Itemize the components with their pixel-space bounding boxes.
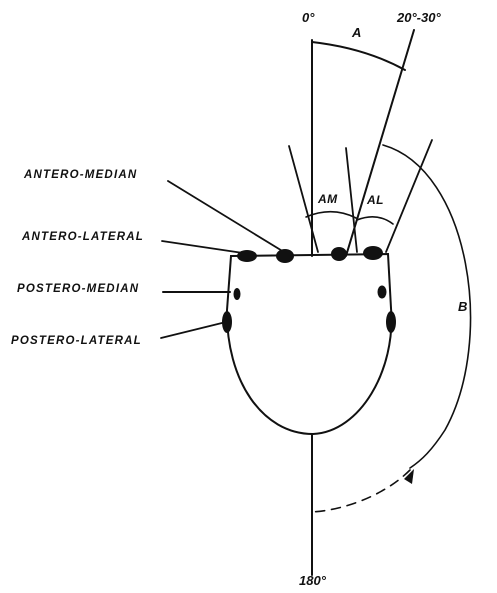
label-arc-b: B [458,299,467,314]
arc-b-dashed [312,470,410,512]
arc-am [306,212,356,218]
label-postero-lateral: POSTERO-LATERAL [11,335,142,347]
body-outline [227,254,391,434]
nodule-antero-lateral-left [237,250,257,262]
nodule-postero-lateral-left [222,311,232,333]
al-line-right [386,140,432,252]
nodule-postero-lateral-right [386,311,396,333]
label-arc-al: AL [366,193,384,207]
label-zero-degrees: 0° [302,10,315,25]
nodule-postero-median-left [234,288,241,300]
nodule-antero-median-left [276,249,294,263]
label-twenty-thirty-degrees: 20°-30° [396,10,441,25]
label-postero-median: POSTERO-MEDIAN [17,283,139,295]
nodule-antero-lateral-right [363,246,383,260]
leader-antero-median [168,181,284,252]
arc-a [312,42,405,70]
nodule-postero-median-right [378,286,387,299]
leader-postero-lateral [161,322,226,338]
nodule-antero-median-right [331,247,347,261]
reference-line-20-30 [346,30,414,256]
label-arc-am: AM [317,192,338,206]
label-arc-a: A [351,25,361,40]
leader-antero-lateral [162,241,243,253]
label-antero-median: ANTERO-MEDIAN [23,169,137,181]
label-one-eighty-degrees: 180° [299,573,327,588]
label-antero-lateral: ANTERO-LATERAL [21,231,144,243]
am-line-left [289,146,318,252]
arc-al [357,217,393,224]
